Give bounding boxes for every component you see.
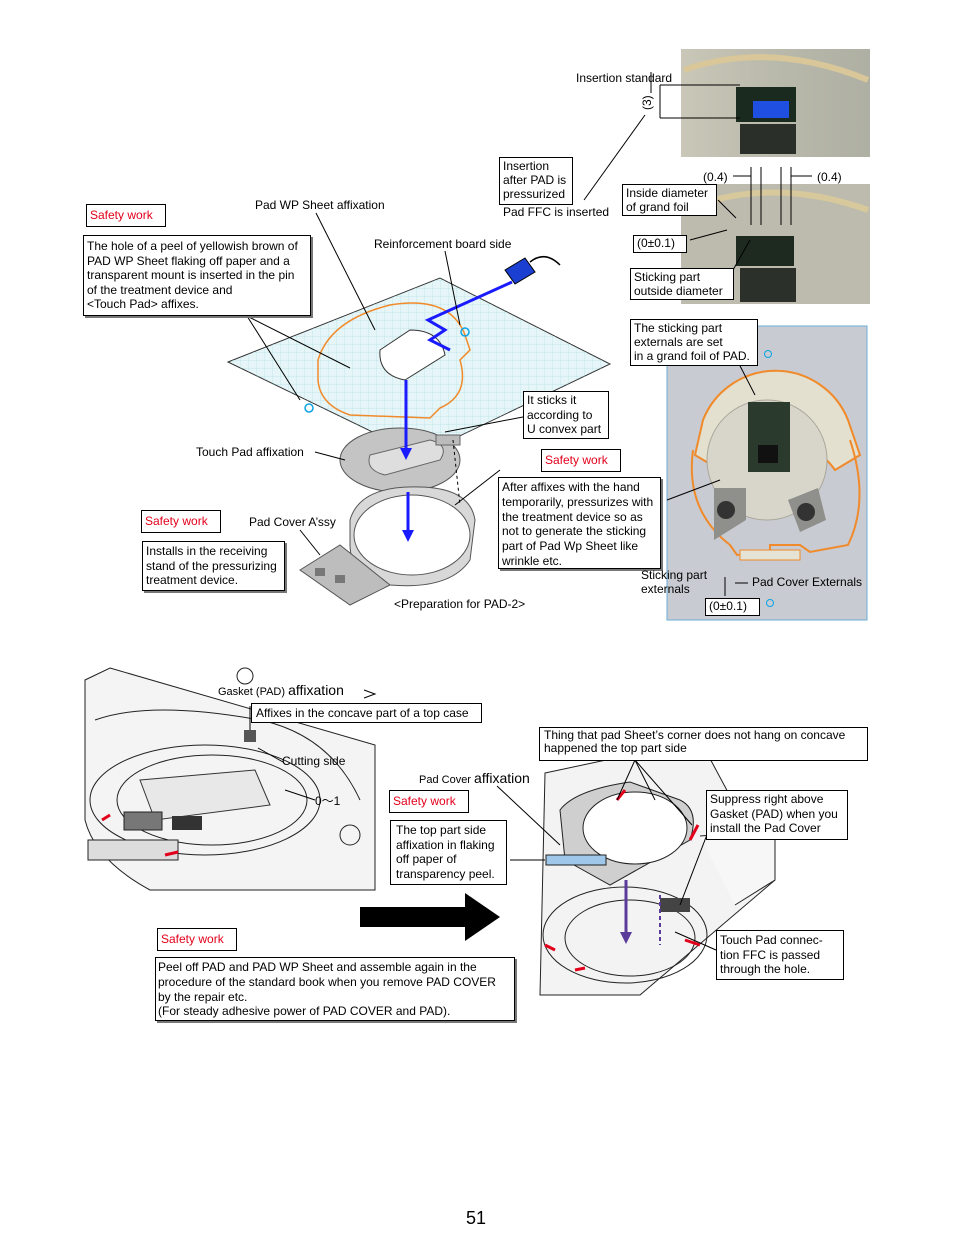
photo-insertion-standard xyxy=(681,49,870,157)
sticking-outside-diameter-note: Sticking part outside diameter xyxy=(630,268,734,300)
safety-work-badge-5: Safety work xyxy=(157,928,237,951)
gasket-suffix: affixation xyxy=(288,682,344,698)
zero-one-label: 0～1 xyxy=(315,794,341,808)
photo-pad-cover xyxy=(666,325,868,621)
safety-work-badge-4: Safety work xyxy=(389,790,469,813)
page-number: 51 xyxy=(466,1208,487,1228)
pad-cover-suffix: affixation xyxy=(474,770,530,786)
touch-pad xyxy=(339,427,461,493)
blue-circle-marker-icon-2 xyxy=(766,599,774,607)
dimension-lines xyxy=(583,72,812,596)
tolerance-2-label: (0±0.1) xyxy=(705,598,760,616)
inside-diameter-note: Inside diameter of grand foil xyxy=(622,184,717,216)
reinforcement-board-label: Reinforcement board side xyxy=(374,237,512,251)
leader-lines-bottom-right xyxy=(496,759,717,951)
pad-ffc xyxy=(504,256,561,285)
preparation-caption: <Preparation for PAD-2> xyxy=(394,597,526,611)
sticks-u-convex-note: It sticks it according to U convex part xyxy=(523,391,609,439)
dim-3-label: (3) xyxy=(640,95,654,110)
safety-work-badge-1: Safety work xyxy=(86,204,166,227)
tolerance-1-label: (0±0.1) xyxy=(633,235,687,253)
pad-cover-assy xyxy=(299,486,476,606)
touch-pad-affixation-label: Touch Pad affixation xyxy=(196,445,304,459)
pad-wp-sheet-label: Pad WP Sheet affixation xyxy=(255,198,385,212)
thing-note: Thing that pad Sheet’s corner does not h… xyxy=(539,727,868,761)
gasket-affixation-label: Gasket (PAD) affixation xyxy=(218,683,344,699)
suppress-note: Suppress right above Gasket (PAD) when y… xyxy=(706,790,848,840)
pad-cover-prefix: Pad Cover xyxy=(419,774,475,786)
dim-04-left-label: (0.4) xyxy=(703,170,728,184)
after-affixes-note: After affixes with the hand temporarily,… xyxy=(498,477,661,569)
pad-cover-assy-label: Pad Cover A’ssy xyxy=(249,515,336,529)
affixes-concave-note: Affixes in the concave part of a top cas… xyxy=(251,703,482,723)
top-part-note: The top part side affixation in flaking … xyxy=(390,820,507,885)
blue-circle-marker-icon xyxy=(764,350,772,358)
safety-work-badge-3: Safety work xyxy=(141,510,221,533)
pad-ffc-inserted-label: Pad FFC is inserted xyxy=(503,205,610,219)
touch-pad-ffc-note: Touch Pad connec- tion FFC is passed thr… xyxy=(716,930,844,980)
insertion-standard-label: Insertion standard xyxy=(576,71,673,85)
safety-work-badge-2: Safety work xyxy=(541,449,621,472)
hole-note: The hole of a peel of yellowish brown of… xyxy=(83,235,311,316)
top-case-gasket-view xyxy=(84,667,376,891)
leader-lines-top xyxy=(246,212,721,556)
insertion-after-pad-note: Insertion after PAD is pressurized xyxy=(499,157,573,205)
installs-note: Installs in the receiving stand of the p… xyxy=(142,541,285,591)
dim-04-right-label: (0.4) xyxy=(817,170,842,184)
pad-wp-sheet xyxy=(226,277,612,456)
leader-lines-bottom-left xyxy=(249,689,377,801)
gasket-prefix: Gasket (PAD) xyxy=(218,686,289,698)
sticking-externals-set-note: The sticking part externals are set in a… xyxy=(630,319,758,366)
pad-cover-externals-label: Pad Cover Externals xyxy=(752,575,863,589)
cutting-side-label: Cutting side xyxy=(282,754,346,768)
big-right-arrow-icon xyxy=(360,893,500,941)
peel-off-note: Peel off PAD and PAD WP Sheet and assemb… xyxy=(155,957,515,1021)
pad-cover-affixation-label: Pad Cover affixation xyxy=(419,771,530,787)
sticking-part-externals-label: Sticking part externals xyxy=(641,568,708,596)
